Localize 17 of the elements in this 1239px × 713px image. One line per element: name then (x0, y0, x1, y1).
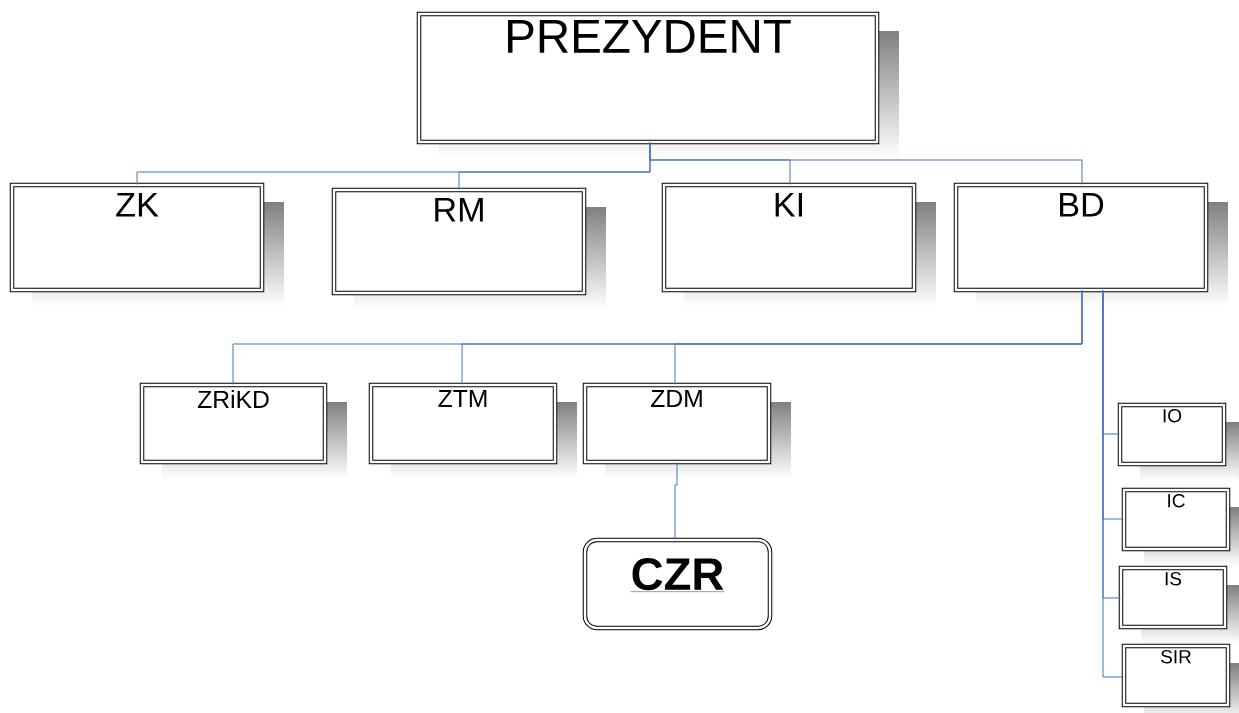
unit-box: ZK (9, 182, 284, 307)
connector-line (674, 290, 1083, 385)
unit-box: IO (1117, 402, 1239, 481)
unit-box: BD (953, 182, 1228, 307)
unit-box: RM (331, 187, 606, 310)
chief-box: PREZYDENT (416, 11, 899, 159)
plaque-box: CZR (582, 537, 773, 631)
unit-box: IC (1121, 487, 1239, 566)
connector-line (649, 142, 1083, 185)
unit-box: SIR (1121, 643, 1239, 713)
unit-box: ZDM (582, 382, 791, 479)
connector-line (674, 462, 678, 540)
unit-box: ZRiKD (139, 382, 347, 479)
unit-box: IS (1118, 565, 1239, 644)
unit-box: ZTM (368, 382, 577, 479)
unit-box: KI (661, 182, 936, 307)
connector-line (1102, 290, 1124, 678)
